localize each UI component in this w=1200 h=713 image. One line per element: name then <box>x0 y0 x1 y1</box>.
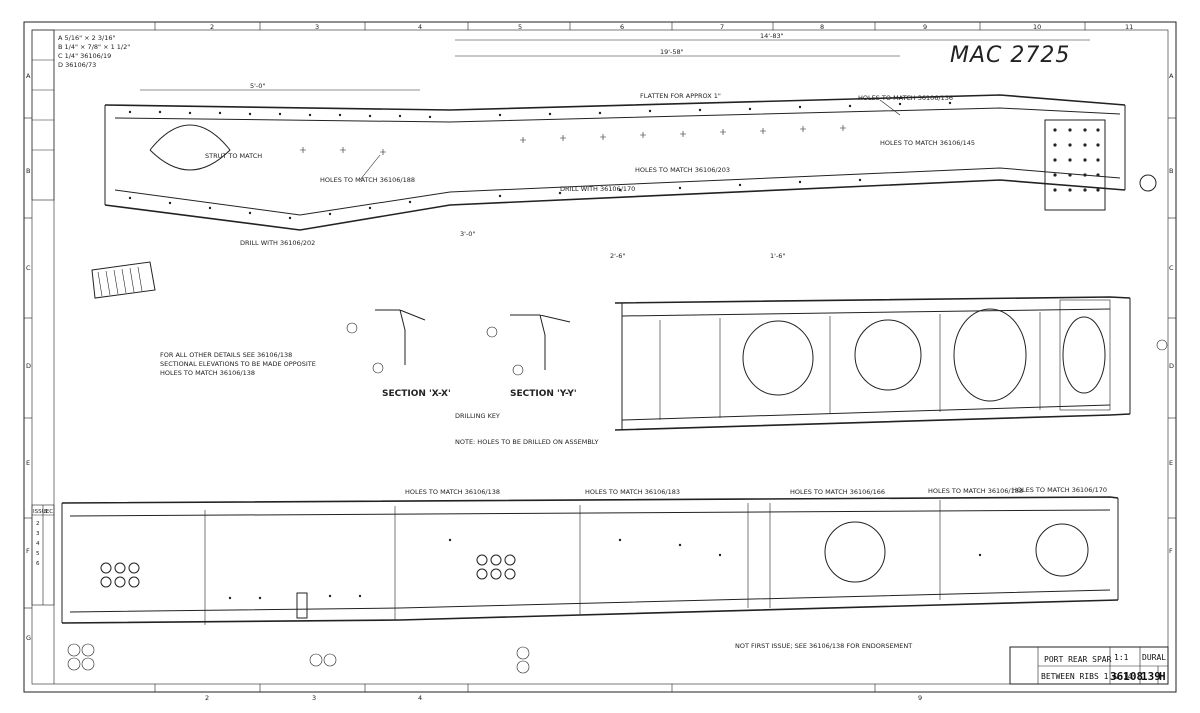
svg-text:11: 11 <box>1125 23 1133 31</box>
svg-text:C 1/4" 36106/19: C 1/4" 36106/19 <box>58 52 111 60</box>
svg-text:S.C.: S.C. <box>44 509 55 515</box>
zone-ticks <box>24 22 1176 692</box>
svg-text:G: G <box>26 634 31 642</box>
svg-text:FLATTEN FOR APPROX 1": FLATTEN FOR APPROX 1" <box>640 92 721 100</box>
misc-dimensions: 3'-0" 2'-6" 1'-6" <box>460 230 785 260</box>
svg-text:5: 5 <box>518 23 522 31</box>
svg-text:8: 8 <box>820 23 824 31</box>
svg-text:HOLES TO MATCH 36106/188: HOLES TO MATCH 36106/188 <box>320 176 415 184</box>
drawing-border <box>23 21 1177 693</box>
title-line1: PORT REAR SPAR <box>1044 655 1112 664</box>
title-block: PORT REAR SPAR BETWEEN RIBS 1 & 14 36108… <box>1009 646 1169 685</box>
svg-text:DRILLING KEY: DRILLING KEY <box>455 412 500 420</box>
svg-text:6: 6 <box>36 561 40 567</box>
title-line2: BETWEEN RIBS 1 & 14 <box>1041 672 1133 681</box>
web-view <box>614 296 1168 431</box>
svg-text:SECTIONAL ELEVATIONS TO BE MAD: SECTIONAL ELEVATIONS TO BE MADE OPPOSITE <box>160 360 316 368</box>
svg-text:F: F <box>1169 547 1173 555</box>
svg-text:D: D <box>1169 362 1174 370</box>
top-left-notes: A 5/16" × 2 3/16" B 1/4" × 7/8" × 1 1/2"… <box>58 34 130 69</box>
svg-text:B: B <box>26 167 30 175</box>
svg-text:6: 6 <box>620 23 624 31</box>
drawing-number: 36108 <box>1110 670 1143 683</box>
svg-text:4: 4 <box>418 694 422 702</box>
svg-text:A 5/16" × 2 3/16": A 5/16" × 2 3/16" <box>58 34 115 42</box>
revision-table: ISSUE S.C. 2 3 4 5 6 <box>31 504 55 606</box>
lower-callouts: HOLES TO MATCH 36106/138 HOLES TO MATCH … <box>405 486 1107 650</box>
svg-text:2: 2 <box>205 694 209 702</box>
svg-text:2'-6": 2'-6" <box>610 252 625 260</box>
section-yy: SECTION 'Y-Y' <box>486 314 577 399</box>
sheet-suffix: H <box>1159 670 1166 683</box>
svg-text:HOLES TO MATCH 36106/170: HOLES TO MATCH 36106/170 <box>1012 486 1107 494</box>
svg-text:C: C <box>26 264 31 272</box>
hatched-inset <box>91 261 156 299</box>
svg-text:5: 5 <box>36 551 40 557</box>
sheet-number: 139 <box>1141 670 1161 683</box>
center-notes: FOR ALL OTHER DETAILS SEE 36106/138 SECT… <box>160 351 599 446</box>
upper-callouts: HOLES TO MATCH 36106/188 DRILL WITH 3610… <box>205 92 975 247</box>
svg-text:HOLES TO MATCH 36106/145: HOLES TO MATCH 36106/145 <box>880 139 975 147</box>
svg-text:3'-0": 3'-0" <box>460 230 475 238</box>
svg-text:B: B <box>1169 167 1173 175</box>
svg-text:D: D <box>26 362 31 370</box>
svg-text:5'-0": 5'-0" <box>250 82 265 90</box>
svg-text:SECTION 'Y-Y': SECTION 'Y-Y' <box>510 389 577 399</box>
svg-text:9: 9 <box>923 23 927 31</box>
svg-text:E: E <box>1169 459 1173 467</box>
svg-text:A: A <box>1169 72 1174 80</box>
section-xx: SECTION 'X-X' <box>346 309 451 399</box>
svg-text:B 1/4" × 7/8" × 1 1/2": B 1/4" × 7/8" × 1 1/2" <box>58 43 130 51</box>
svg-text:DRILL WITH 36106/202: DRILL WITH 36106/202 <box>240 239 315 247</box>
svg-text:HOLES TO MATCH 36106/138: HOLES TO MATCH 36106/138 <box>405 488 500 496</box>
zone-column-labels-top: 2 3 4 5 6 7 8 9 10 11 <box>210 23 1133 31</box>
scale-value: 1:1 <box>1114 653 1129 662</box>
material-value: DURAL <box>1142 653 1166 662</box>
svg-text:3: 3 <box>315 23 319 31</box>
svg-text:F: F <box>26 547 30 555</box>
svg-text:14'-83": 14'-83" <box>760 32 784 40</box>
svg-text:NOT FIRST ISSUE; SEE 36106/138: NOT FIRST ISSUE; SEE 36106/138 FOR ENDOR… <box>735 642 912 650</box>
mac-stamp: MAC 2725 <box>950 43 1070 68</box>
svg-text:10: 10 <box>1033 23 1041 31</box>
svg-text:4: 4 <box>418 23 422 31</box>
lower-spar-view <box>61 496 1119 674</box>
svg-text:C: C <box>1169 264 1174 272</box>
svg-text:3: 3 <box>36 531 40 537</box>
svg-text:HOLES TO MATCH 36106/136: HOLES TO MATCH 36106/136 <box>858 94 953 102</box>
svg-text:E: E <box>26 459 30 467</box>
svg-text:FOR ALL OTHER DETAILS SEE 3610: FOR ALL OTHER DETAILS SEE 36106/138 <box>160 351 292 359</box>
svg-text:SECTION 'X-X': SECTION 'X-X' <box>382 389 451 399</box>
svg-text:HOLES TO MATCH 36106/203: HOLES TO MATCH 36106/203 <box>635 166 730 174</box>
svg-text:HOLES TO MATCH 36106/188: HOLES TO MATCH 36106/188 <box>928 487 1023 495</box>
zone-row-labels: A B C D E F G A B C D E F <box>26 72 1174 642</box>
svg-text:STRUT TO MATCH: STRUT TO MATCH <box>205 152 262 160</box>
upper-spar-view <box>104 94 1157 231</box>
svg-text:NOTE: HOLES TO BE DRILLED ON A: NOTE: HOLES TO BE DRILLED ON ASSEMBLY <box>455 438 599 446</box>
top-dimensions: 14'-83" 19'-58" 5'-0" <box>140 32 1090 91</box>
svg-text:DRILL WITH 36106/170: DRILL WITH 36106/170 <box>560 185 635 193</box>
svg-text:HOLES TO MATCH 36106/166: HOLES TO MATCH 36106/166 <box>790 488 885 496</box>
svg-text:1'-6": 1'-6" <box>770 252 785 260</box>
svg-text:HOLES TO MATCH 36106/183: HOLES TO MATCH 36106/183 <box>585 488 680 496</box>
svg-text:2: 2 <box>36 521 40 527</box>
zone-column-labels-bottom: 2 3 4 9 <box>205 694 922 702</box>
svg-text:19'-58": 19'-58" <box>660 48 684 56</box>
svg-text:2: 2 <box>210 23 214 31</box>
svg-text:4: 4 <box>36 541 40 547</box>
svg-text:D 36106/73: D 36106/73 <box>58 61 96 69</box>
svg-text:HOLES TO MATCH 36106/138: HOLES TO MATCH 36106/138 <box>160 369 255 377</box>
svg-text:3: 3 <box>312 694 316 702</box>
svg-text:A: A <box>26 72 31 80</box>
inner-border <box>31 29 1169 685</box>
svg-text:9: 9 <box>918 694 922 702</box>
svg-text:ISSUE: ISSUE <box>33 509 50 515</box>
svg-text:7: 7 <box>720 23 724 31</box>
